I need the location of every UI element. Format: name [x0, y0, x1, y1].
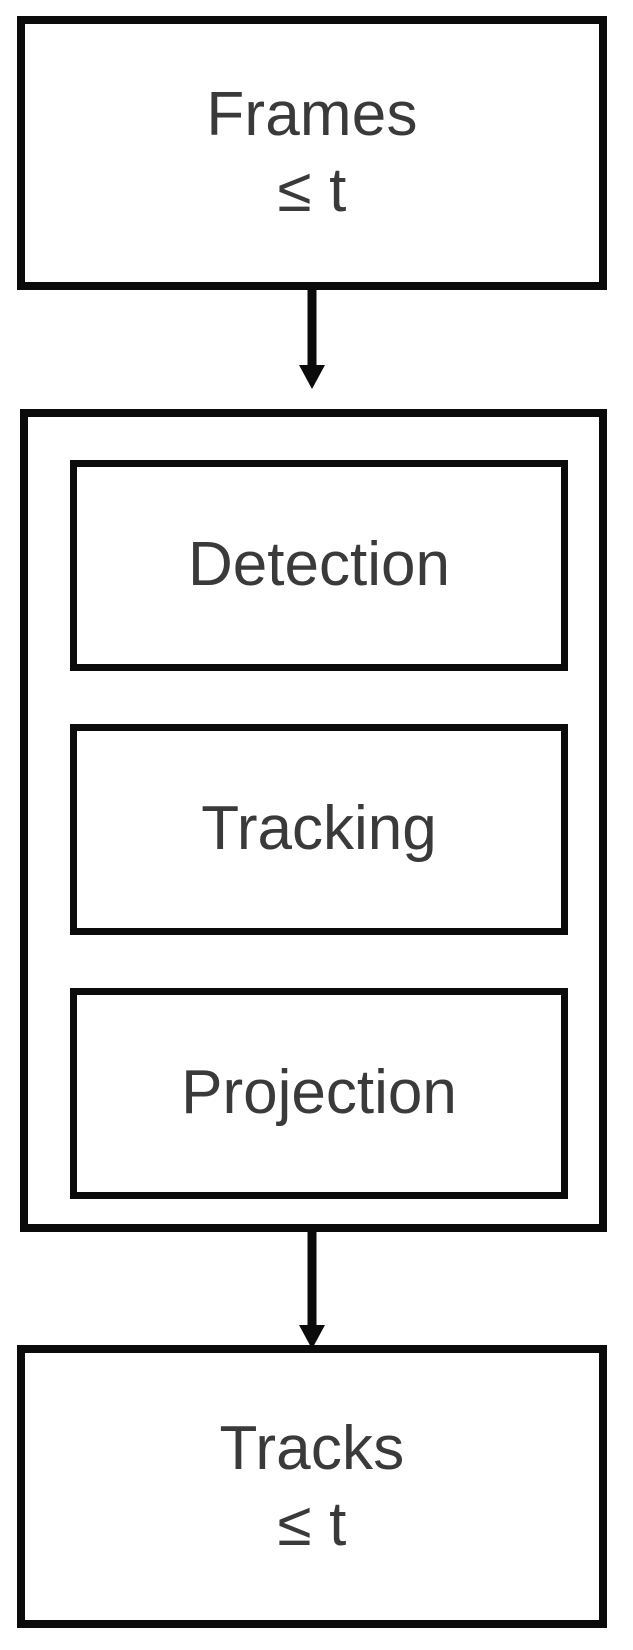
stage-projection-label: Projection	[181, 1058, 457, 1128]
stage-tracking-label: Tracking	[201, 794, 437, 864]
node-frames-line-2: ≤ t	[277, 156, 347, 225]
arrow-pipeline-to-tracks-icon	[299, 1228, 325, 1349]
node-frames-line-1: Frames	[206, 80, 418, 150]
pipeline-container: Detection Tracking Projection	[20, 409, 607, 1232]
node-tracks: Tracks ≤ t	[17, 1345, 607, 1628]
node-frames: Frames ≤ t	[17, 16, 607, 290]
stage-tracking: Tracking	[70, 724, 568, 935]
arrow-frames-to-pipeline-icon	[299, 286, 325, 389]
stage-projection: Projection	[70, 988, 568, 1199]
node-tracks-line-2: ≤ t	[277, 1489, 347, 1559]
stage-detection: Detection	[70, 460, 568, 671]
node-tracks-line-1: Tracks	[219, 1413, 405, 1483]
stage-detection-label: Detection	[188, 530, 450, 600]
